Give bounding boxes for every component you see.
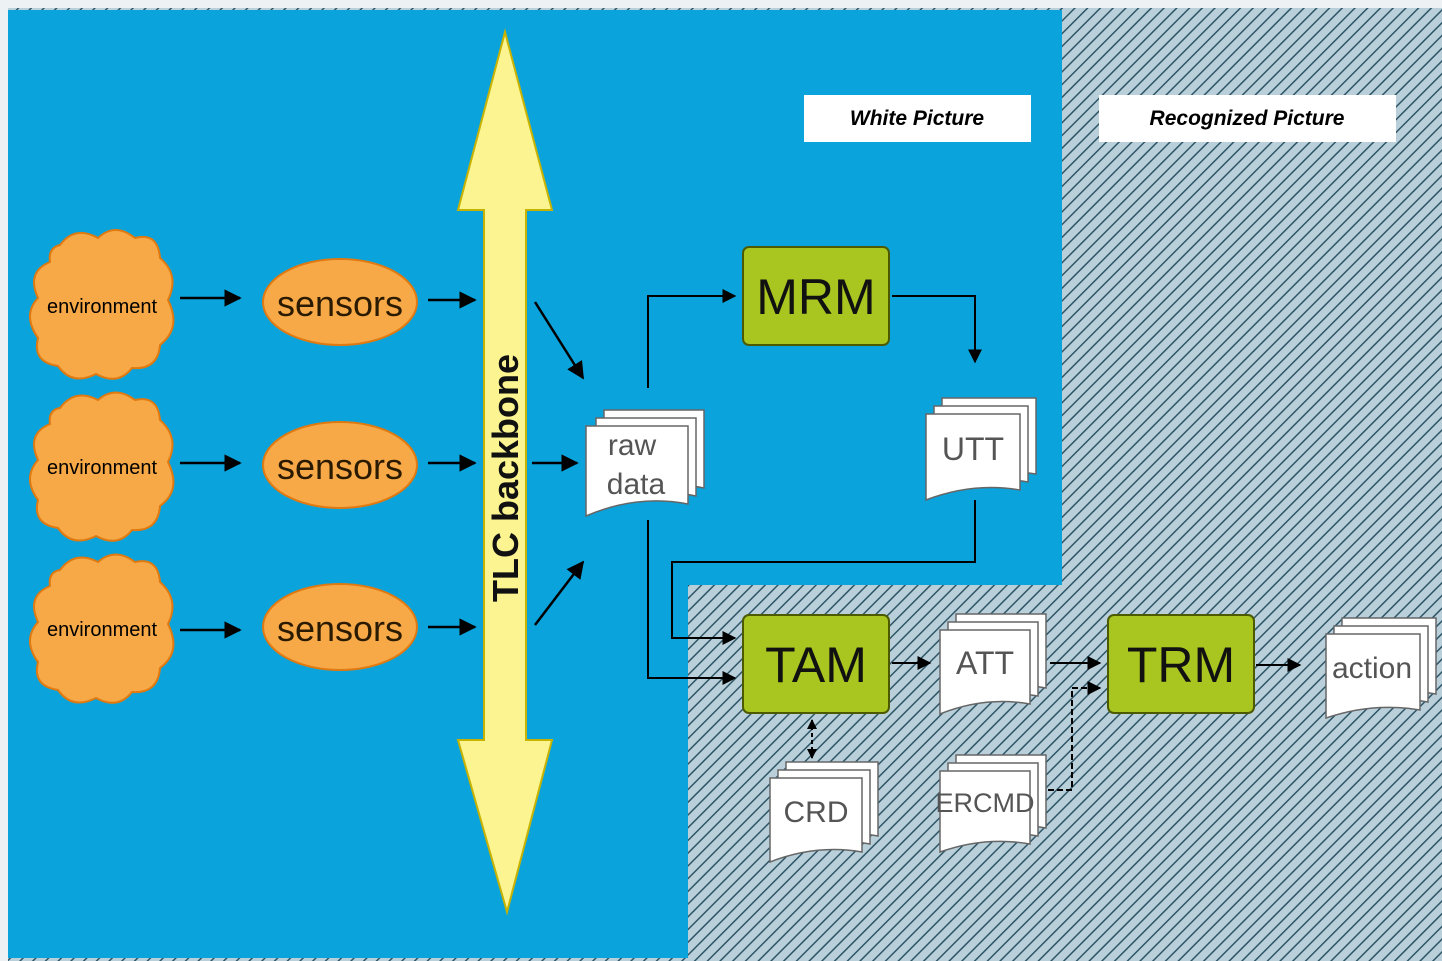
- svg-text:action: action: [1332, 652, 1412, 685]
- utt-to-tam-arrow: [671, 500, 976, 645]
- tlc-backbone-label: TLC backbone: [485, 354, 526, 602]
- svg-text:environment: environment: [47, 296, 158, 318]
- svg-text:MRM: MRM: [756, 269, 875, 325]
- ercmd-to-trm-arrow: [1048, 681, 1102, 791]
- white-picture-label: White Picture: [804, 95, 1031, 142]
- utt-document: UTT: [925, 397, 1037, 502]
- svg-text:ERCMD: ERCMD: [936, 788, 1035, 818]
- svg-text:raw: raw: [608, 429, 657, 462]
- att-document: ATT: [939, 613, 1047, 716]
- svg-text:sensors: sensors: [277, 283, 403, 324]
- svg-text:White Picture: White Picture: [850, 107, 985, 130]
- svg-text:sensors: sensors: [277, 608, 403, 649]
- svg-text:environment: environment: [47, 457, 158, 479]
- svg-text:UTT: UTT: [942, 431, 1004, 467]
- env-to-sensor-arrows: [180, 289, 242, 639]
- backbone-to-rawdata-arrows: [532, 301, 585, 626]
- svg-text:ATT: ATT: [956, 645, 1014, 681]
- rawdata-to-tam-arrow: [647, 520, 737, 685]
- svg-text:CRD: CRD: [784, 796, 849, 829]
- recognized-picture-label: Recognized Picture: [1099, 95, 1396, 142]
- svg-text:Recognized Picture: Recognized Picture: [1150, 107, 1345, 130]
- environment-cloud-2: environment: [29, 391, 175, 542]
- svg-text:TRM: TRM: [1127, 637, 1235, 693]
- svg-text:environment: environment: [47, 619, 158, 641]
- sensors-ellipse-2: sensors: [262, 421, 418, 509]
- sensors-ellipse-1: sensors: [262, 258, 418, 346]
- svg-text:TAM: TAM: [765, 637, 867, 693]
- mrm-module: MRM: [742, 246, 890, 346]
- tlc-backbone: TLC backbone: [456, 28, 554, 916]
- sensor-to-backbone-arrows: [428, 291, 477, 636]
- rawdata-to-mrm-arrow: [647, 289, 737, 388]
- ercmd-document: ERCMD: [936, 754, 1047, 854]
- environment-cloud-3: environment: [29, 553, 175, 704]
- svg-text:sensors: sensors: [277, 446, 403, 487]
- action-document: action: [1325, 617, 1437, 720]
- sensors-ellipse-3: sensors: [262, 583, 418, 671]
- environment-cloud-1: environment: [29, 229, 175, 380]
- trm-module: TRM: [1107, 614, 1255, 714]
- svg-text:data: data: [607, 468, 666, 501]
- tam-module: TAM: [742, 614, 890, 714]
- mrm-to-utt-arrow: [892, 295, 982, 364]
- crd-document: CRD: [769, 761, 879, 864]
- raw-data-document: raw data: [585, 409, 705, 518]
